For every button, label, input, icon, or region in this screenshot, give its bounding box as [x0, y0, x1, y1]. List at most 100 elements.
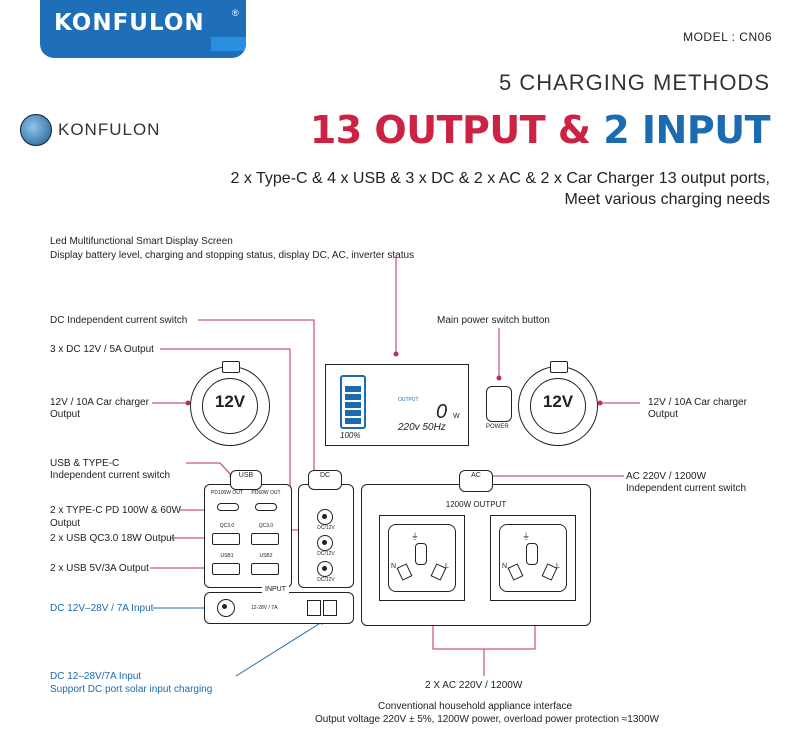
- car-port-label: 12V: [542, 392, 574, 411]
- headline-input: 2 INPUT: [603, 108, 770, 152]
- earth-pin: [526, 543, 538, 565]
- model-number: MODEL : CN06: [683, 30, 772, 44]
- charging-methods-title: 5 CHARGING METHODS: [498, 70, 770, 95]
- qc-port-2: [251, 533, 279, 545]
- typec-port-1: [217, 503, 239, 511]
- typec-port-2: [255, 503, 277, 511]
- socket-face: ⏚ N L: [388, 524, 456, 592]
- battery-percent: 100%: [340, 431, 361, 440]
- car-charger-left-label: 12V / 10A Car charger: [50, 397, 149, 408]
- led-screen-description: Display battery level, charging and stop…: [50, 250, 415, 261]
- usb-port-2: [251, 563, 279, 575]
- car-charger-right-sub: Output: [648, 409, 679, 420]
- ports-summary: 2 x Type-C & 4 x USB & 3 x DC & 2 x AC &…: [230, 170, 771, 187]
- usb1-label: USB1: [220, 553, 234, 559]
- ac-socket-right: ⏚ N L: [490, 515, 576, 601]
- headline: 13 OUTPUT & 2 INPUT: [310, 108, 771, 152]
- qc-output-label: 2 x USB QC3.0 18W Output: [50, 533, 175, 544]
- car-charger-left-sub: Output: [50, 409, 81, 420]
- ac-panel: 1200W OUTPUT ⏚ N L ⏚ N L: [361, 484, 591, 626]
- earth-pin: [415, 543, 427, 565]
- household-label: Conventional household appliance interfa…: [378, 701, 573, 712]
- input-port-b: [323, 600, 337, 616]
- globe-icon: [20, 114, 52, 146]
- household-spec: Output voltage 220V ± 5%, 1200W power, o…: [315, 714, 659, 725]
- usb-port-1: [212, 563, 240, 575]
- output-indicator: OUTPUT: [398, 397, 419, 403]
- dc-port-3: [317, 561, 333, 577]
- car-port-label: 12V: [214, 392, 246, 411]
- dc-switch[interactable]: DC: [308, 470, 342, 490]
- qc-port-1: [212, 533, 240, 545]
- pd60-label: PD60W OUT: [251, 490, 281, 496]
- usb-switch[interactable]: USB: [230, 470, 262, 490]
- neutral-pin: [507, 563, 524, 581]
- neutral-label: N: [391, 563, 397, 570]
- port-ring: [530, 378, 586, 434]
- typec-output-label: 2 x TYPE-C PD 100W & 60W: [50, 505, 181, 516]
- brand-logo-text: KONFULON: [54, 10, 205, 36]
- input-port-a: [307, 600, 321, 616]
- solar-input-label: DC 12–28V/7A Input: [50, 671, 142, 682]
- earth-icon: ⏚: [522, 532, 530, 541]
- usb-tab-label: USB: [238, 472, 254, 479]
- registered-mark: ®: [232, 8, 239, 18]
- dc-panel: DC/12V DC/12V DC/12V: [298, 484, 354, 588]
- input-spec-label: 12-28V / 7A: [251, 605, 278, 611]
- voltage-readout: 220v 50Hz: [398, 422, 446, 433]
- earth-icon: ⏚: [411, 532, 419, 541]
- input-label: INPUT: [262, 586, 289, 593]
- brand-logo: KONFULON: [20, 114, 160, 146]
- ac-count-label: 2 X AC 220V / 1200W: [425, 680, 523, 691]
- banner-accent: [211, 37, 246, 51]
- watt-unit: W: [453, 413, 460, 420]
- live-label: L: [556, 563, 560, 570]
- dc-input-label: DC 12V–28V / 7A Input: [50, 603, 154, 614]
- input-panel: 12-28V / 7A: [204, 592, 354, 624]
- solar-input-sub: Support DC port solar input charging: [50, 684, 213, 695]
- port-cap: [550, 361, 568, 373]
- dc-input-port: [217, 599, 235, 617]
- dc-switch-label: DC Independent current switch: [50, 315, 188, 326]
- socket-face: ⏚ N L: [499, 524, 567, 592]
- usb-panel: PD100W OUT PD60W OUT QC3.0 QC3.0 USB1 US…: [204, 484, 292, 588]
- led-screen-label: Led Multifunctional Smart Display Screen: [50, 236, 233, 247]
- neutral-label: N: [502, 563, 508, 570]
- car-charger-port-right: 12V: [518, 361, 598, 446]
- neutral-pin: [396, 563, 413, 581]
- qc-label-1: QC3.0: [219, 523, 235, 529]
- usb2-label: USB2: [259, 553, 273, 559]
- ac-switch-label: AC 220V / 1200W: [626, 471, 707, 482]
- car-charger-port-left: 12V: [190, 361, 270, 446]
- usb-output-label: 2 x USB 5V/3A Output: [50, 563, 149, 574]
- headline-amp: &: [557, 108, 591, 152]
- port-cap: [222, 361, 240, 373]
- qc-label-2: QC3.0: [258, 523, 274, 529]
- power-button[interactable]: [486, 386, 512, 422]
- car-charger-right-label: 12V / 10A Car charger: [648, 397, 747, 408]
- dc-output-label: 3 x DC 12V / 5A Output: [50, 344, 154, 355]
- ports-tagline: Meet various charging needs: [564, 191, 770, 208]
- port-ring: [202, 378, 258, 434]
- ac-output-label: 1200W OUTPUT: [445, 500, 507, 509]
- dc-port-3-label: DC/12V: [317, 577, 335, 583]
- live-label: L: [445, 563, 449, 570]
- power-label: POWER: [486, 424, 509, 430]
- ac-switch-sub: Independent current switch: [626, 483, 747, 494]
- usb-switch-sub: Independent current switch: [50, 470, 171, 481]
- dc-port-2-label: DC/12V: [317, 551, 335, 557]
- typec-output-sub: Output: [50, 518, 81, 529]
- pd100-label: PD100W OUT: [211, 490, 243, 496]
- dc-port-1-label: DC/12V: [317, 525, 335, 531]
- ac-switch[interactable]: AC: [459, 470, 493, 492]
- watt-readout: 0: [436, 401, 448, 423]
- brand-logo-label: KONFULON: [58, 120, 161, 139]
- led-display: 100% OUTPUT 0 W 220v 50Hz: [325, 364, 469, 446]
- dc-port-1: [317, 509, 333, 525]
- ac-socket-left: ⏚ N L: [379, 515, 465, 601]
- ac-tab-label: AC: [471, 472, 481, 479]
- dc-tab-label: DC: [319, 472, 331, 479]
- brand-banner: KONFULON ®: [40, 0, 246, 58]
- dc-port-2: [317, 535, 333, 551]
- battery-icon: [340, 375, 366, 429]
